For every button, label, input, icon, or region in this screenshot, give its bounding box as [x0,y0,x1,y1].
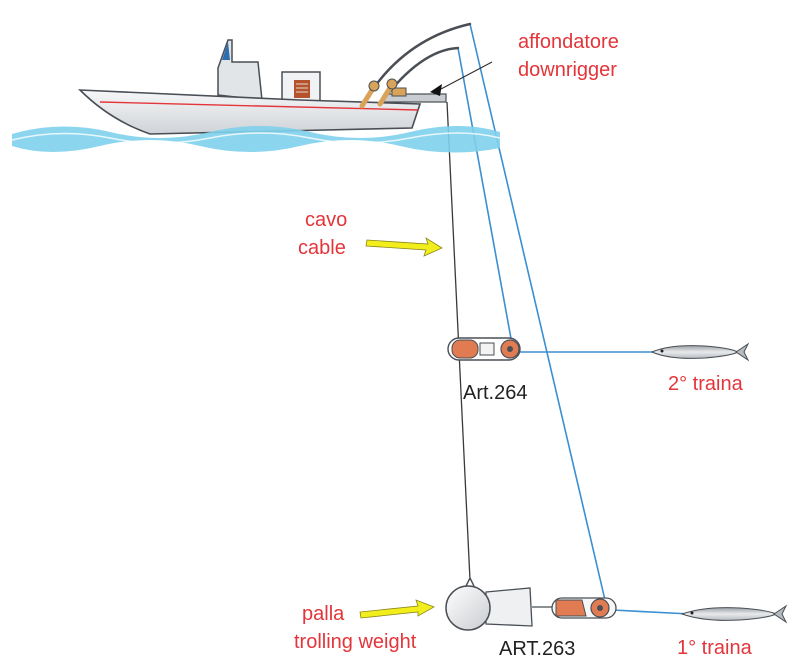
fishing-lines [457,23,691,615]
label-cable-it: cavo [305,209,348,231]
pointer-arrow-icon [365,237,443,257]
label-lure-lower: 1° traina [677,637,752,659]
rod-line-inner [457,47,513,345]
water-surface [11,126,501,153]
trolling-weight-icon [445,576,552,631]
fish-lure-icon [680,604,788,624]
pointer-arrow-icon [359,599,435,619]
label-weight-en: trolling weight [294,631,417,653]
label-release-upper: Art.264 [463,382,528,404]
rod-line-outer [469,23,606,601]
release-clip-icon [551,597,617,619]
label-downrigger-en: downrigger [518,59,617,81]
trailing-line-lower [611,609,691,615]
label-release-lower: ART.263 [499,638,576,660]
fish-lure-icon [650,342,750,362]
fishing-rod-icon [359,22,472,109]
label-lure-upper: 2° traina [668,373,743,395]
downrigger-pointer-icon [430,84,442,96]
release-clip-icon [447,337,521,361]
boat-icon [77,39,447,135]
label-weight-it: palla [302,603,345,625]
label-cable-en: cable [298,237,346,259]
label-downrigger-it: affondatore [518,31,619,53]
